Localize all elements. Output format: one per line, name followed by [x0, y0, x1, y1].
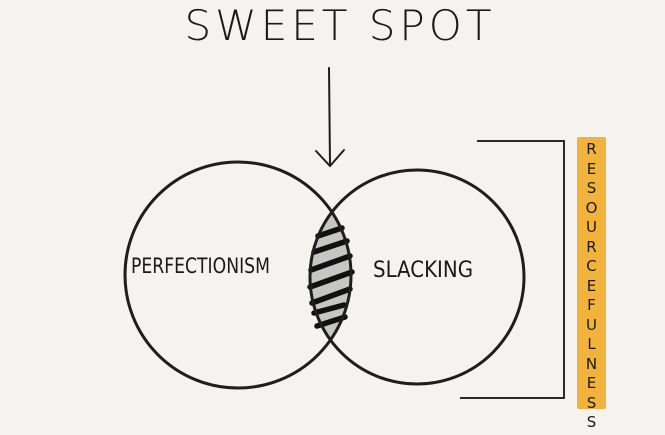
- bracket: [460, 140, 565, 399]
- resourcefulness-highlight: [577, 137, 606, 409]
- letter: S: [586, 393, 597, 412]
- letter: R: [586, 237, 597, 256]
- resourcefulness-label: R E S O U R C E F U L N E S S: [577, 140, 606, 433]
- letter: U: [586, 218, 597, 236]
- left-circle: [123, 160, 353, 390]
- perfectionism-label: PERFECTIONISM: [131, 254, 270, 278]
- letter: F: [587, 296, 596, 314]
- letter: E: [586, 276, 597, 295]
- letter: E: [586, 159, 597, 178]
- letter: O: [585, 198, 598, 217]
- letter: E: [586, 374, 597, 392]
- right-circle: [308, 168, 526, 386]
- slacking-label: SLACKING: [373, 258, 474, 283]
- letter: R: [586, 140, 597, 158]
- letter: C: [586, 257, 597, 275]
- letter: L: [587, 335, 596, 353]
- down-arrow-icon: [315, 67, 345, 168]
- letter: U: [586, 315, 597, 334]
- letter: N: [585, 354, 598, 373]
- letter: S: [586, 413, 597, 431]
- letter: S: [586, 179, 597, 197]
- diagram-title: SWEET SPOT: [184, 1, 496, 50]
